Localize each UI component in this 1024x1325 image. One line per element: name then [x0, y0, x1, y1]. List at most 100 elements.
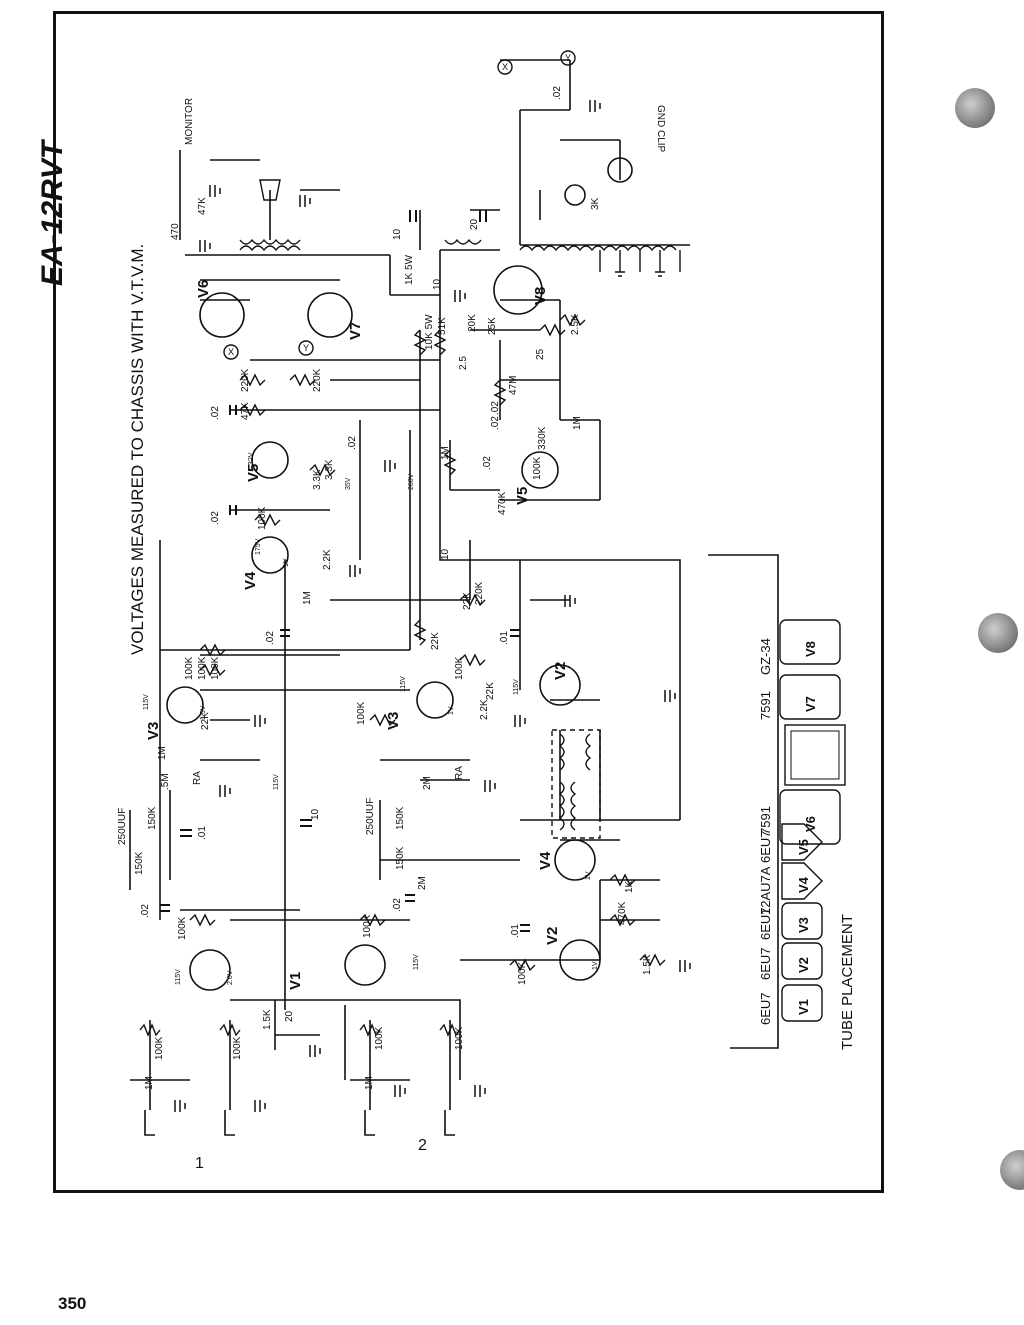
component-value: .01 [197, 826, 208, 840]
component-value: .02 [210, 511, 221, 525]
component-value: .02 [392, 898, 403, 912]
component-value: 22K [462, 592, 473, 610]
input-1-label: 1 [195, 1155, 204, 1172]
tube-label-v5: V5 [514, 487, 531, 505]
resistor-symbols [139, 313, 666, 1037]
svg-text:X: X [502, 62, 508, 72]
tube-label-v4: V4 [537, 851, 554, 870]
voltage-value: 2.6V [227, 970, 234, 985]
component-value: 3.3K [324, 459, 335, 480]
voltage-value: 115V [273, 774, 280, 790]
component-value: .02 [140, 904, 151, 918]
ground-symbols [174, 100, 691, 1112]
placement-type-7591: 7591 [758, 806, 773, 835]
component-value: 100K [154, 1036, 165, 1060]
voltage-value: 1V [585, 871, 592, 880]
component-value: .01 [499, 631, 510, 645]
component-value: 10 [392, 228, 403, 240]
placement-slot-v1: V1 [796, 999, 811, 1015]
component-value: 22K [485, 682, 496, 700]
component-value: .02 [482, 456, 493, 470]
component-value: 100K [454, 656, 465, 680]
tube-placement-diagram: V1 V2 V3 V4 V5 V6 V7 V8 6EU7 6EU7 6EU7 1… [708, 554, 856, 1050]
component-value: 1K [624, 880, 635, 893]
component-value: 22K [200, 712, 211, 730]
component-value: 1M [440, 446, 451, 460]
component-value: .02 [210, 406, 221, 420]
voltage-value: 115V [400, 676, 407, 692]
placement-type-6eu7: 6EU7 [758, 947, 773, 980]
component-value: 1K 5W [404, 254, 415, 285]
gnd-clip-label: GND CLIP [655, 105, 666, 153]
component-value: 250UUF [365, 798, 376, 835]
component-value: 100K [257, 506, 268, 530]
placement-type-6eu7: 6EU7 [758, 992, 773, 1025]
tube-label-v6: V6 [195, 280, 212, 298]
tube-label-v8: V8 [532, 287, 549, 305]
power-supply-taps [599, 250, 681, 277]
component-value: .02 [490, 401, 501, 415]
voltage-value: 175V [255, 538, 262, 555]
component-value: 220K [474, 581, 485, 605]
component-labels: 100K 100K 1M 1M 100K 100K 1.5K 20 100K 1… [117, 86, 653, 1090]
component-value: .5M [160, 773, 171, 790]
placement-type-6eu7: 6EU7 [758, 907, 773, 940]
schematic-frame [53, 11, 884, 1193]
component-value: .02 [552, 86, 563, 100]
component-value: 47M [508, 376, 519, 395]
component-value: 100K [197, 656, 208, 680]
xy-terminal-labels: X Y X Y [228, 53, 571, 357]
voltage-value: 1V [592, 961, 599, 970]
tube-label-v7: V7 [347, 322, 364, 340]
component-value: 100K [454, 1026, 465, 1050]
component-value: RA [454, 766, 465, 780]
component-value: 100K [356, 701, 367, 725]
component-value: 1M [157, 746, 168, 760]
tube-labels: V1 V2 V2 V3 V3 V4 V4 V5 V5 V6 V7 V8 [145, 280, 569, 990]
component-value: 470K [497, 491, 508, 515]
capacitor-symbols [160, 210, 530, 932]
component-value: 2.2K [479, 699, 490, 720]
tube-label-v3: V3 [145, 722, 162, 740]
component-value: 100K [184, 656, 195, 680]
voltage-value: 260V [408, 473, 415, 490]
component-value: 25 [535, 348, 546, 360]
component-value: 250UUF [117, 808, 128, 845]
monitor-label: MONITOR [184, 98, 195, 145]
tube-socket-outlines [779, 619, 841, 1022]
tube-placement-title: TUBE PLACEMENT [839, 914, 856, 1050]
component-value: 1M [144, 1076, 155, 1090]
tube-label-v4: V4 [242, 571, 259, 590]
component-value: 3K [590, 197, 601, 210]
xy-terminal-circles [223, 50, 576, 360]
component-value: 20 [284, 1010, 295, 1022]
voltage-value: 32V [248, 452, 255, 465]
component-value: 10 [432, 278, 443, 290]
voltage-value: 1.5V [200, 705, 207, 720]
placement-slot-v4: V4 [796, 876, 811, 893]
placement-type-6eu7: 6EU7 [758, 830, 773, 863]
component-value: 470K [617, 901, 628, 925]
schematic-title: EA-12RVT [36, 138, 69, 286]
schematic-wiring [129, 59, 690, 1110]
component-value: 330K [537, 426, 548, 450]
component-value: 2.5 [458, 356, 469, 370]
component-value: 1M [302, 591, 313, 605]
placement-slot-v2: V2 [796, 957, 811, 973]
chassis-outline [708, 554, 779, 1049]
tube-label-v3: V3 [385, 712, 402, 730]
component-value: 1.5K [642, 954, 653, 975]
input-jacks [144, 1110, 455, 1136]
svg-text:Y: Y [565, 53, 571, 63]
component-value: .02 [347, 436, 358, 450]
placement-slot-v8: V8 [803, 641, 818, 657]
tube-label-v1: V1 [287, 972, 304, 990]
component-value: 2.2K [322, 549, 333, 570]
component-value: 3.3K [312, 469, 323, 490]
component-value: 100K [362, 914, 373, 938]
voltage-value: 115V [513, 679, 520, 695]
placement-tube-types: 6EU7 6EU7 6EU7 12AU7A 6EU7 7591 7591 GZ-… [758, 638, 773, 1025]
component-value: 220K [240, 368, 251, 392]
component-value: 2M [417, 876, 428, 890]
placement-slot-v7: V7 [803, 696, 818, 712]
